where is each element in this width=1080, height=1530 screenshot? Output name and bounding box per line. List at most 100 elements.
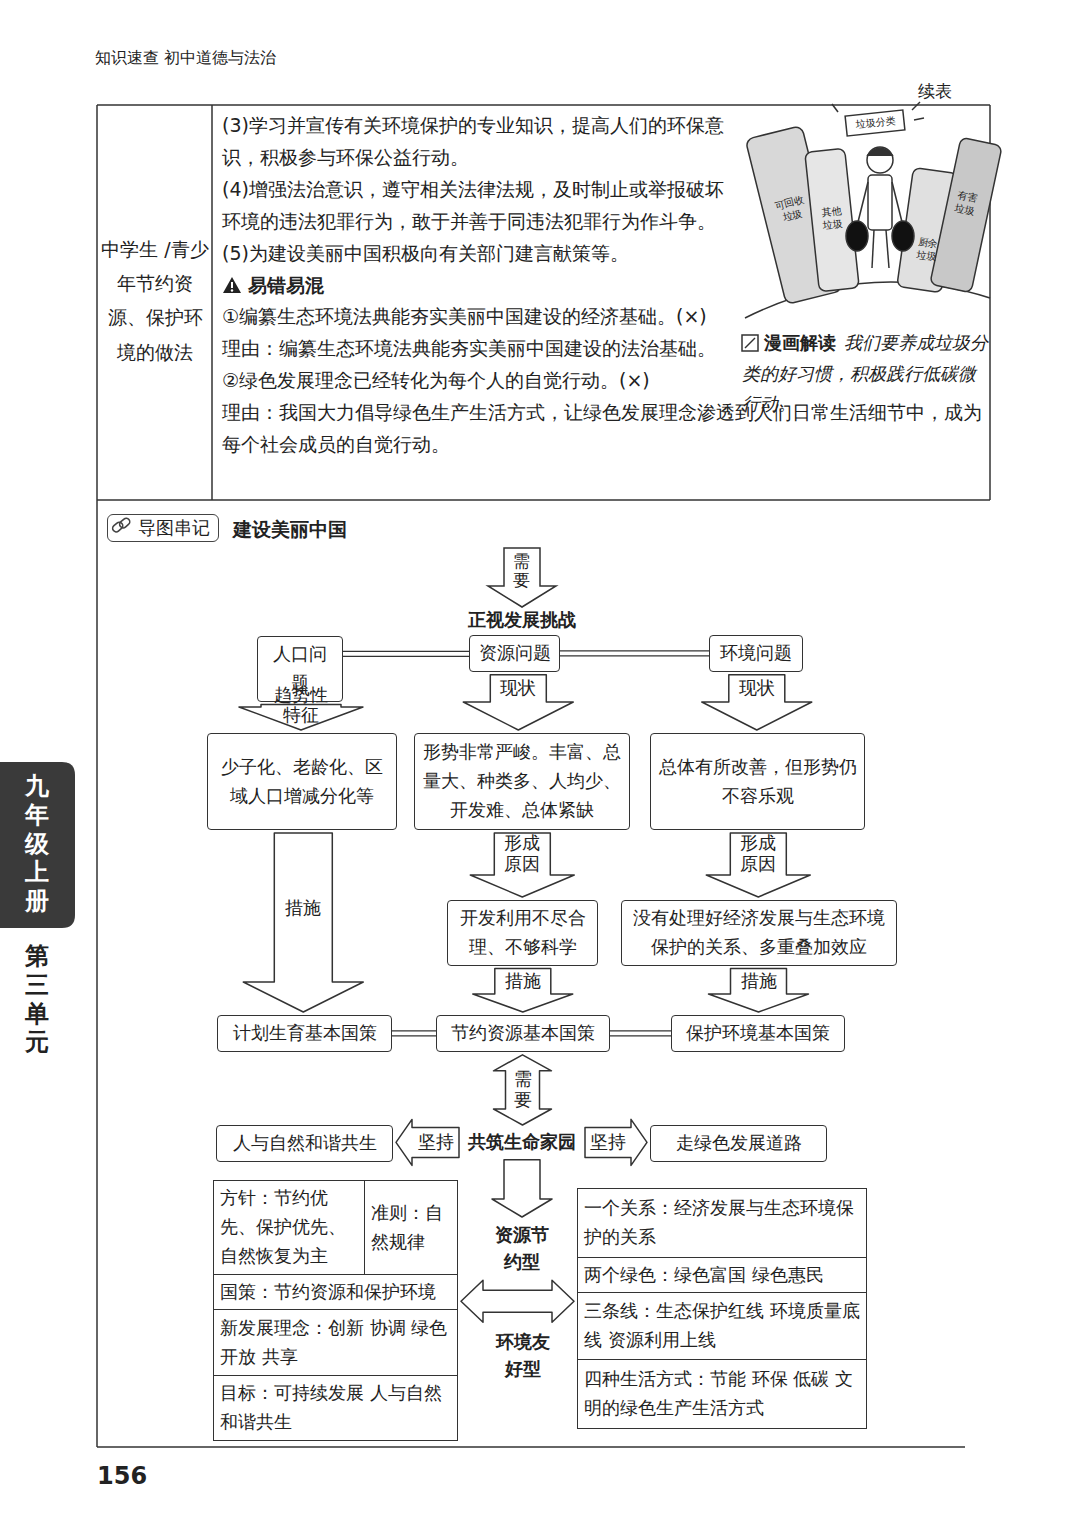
- node-text: 保护环境基本国策: [686, 1019, 830, 1048]
- node-text: 资源问题: [479, 639, 551, 668]
- comic-icon-frame: [742, 335, 758, 351]
- warning-heading: 易错易混: [248, 270, 324, 302]
- block-arrow: [492, 1160, 552, 1217]
- comic-icon-stroke: [745, 338, 755, 348]
- table-text-column: (3)学习并宣传有关环境保护的专业知识，提高人们的环保意识，积极参与环保公益行动…: [222, 110, 737, 397]
- node-text: 计划生育基本国策: [233, 1019, 377, 1048]
- side-tab: [0, 762, 75, 928]
- block-arrow: [470, 833, 574, 897]
- sign-text: 垃圾分类: [847, 113, 904, 133]
- node-text: 共筑生命家园: [468, 1128, 576, 1157]
- plain-node: 共筑生命家园: [462, 1128, 582, 1157]
- emphasis-mark: [914, 118, 924, 120]
- person-arm: [892, 182, 902, 222]
- node-text: 节约资源基本国策: [451, 1019, 595, 1048]
- node-text: 资源节约型: [490, 1221, 554, 1275]
- connector-line: [392, 1035, 436, 1036]
- arrow-label: 措施: [505, 971, 541, 992]
- block-arrow: [706, 833, 810, 897]
- process-box: 人与自然和谐共生: [216, 1125, 393, 1162]
- node-text: 环境问题: [720, 639, 792, 668]
- table-text: (3)学习并宣传有关环境保护的专业知识，提高人们的环保意识，积极参与环保公益行动…: [222, 110, 737, 174]
- person-arm: [858, 182, 868, 222]
- bin-label: 有害垃圾: [953, 188, 980, 218]
- warning-triangle: [223, 277, 241, 293]
- process-box: 三条线：生态保护红线 环境质量底线 资源利用上线: [577, 1292, 867, 1360]
- process-box: 四种生活方式：节能 环保 低碳 文明的绿色生产生活方式: [577, 1359, 867, 1429]
- process-box: 没有处理好经济发展与生态环境保护的关系、多重叠加效应: [621, 900, 897, 966]
- table-column-rule: [211, 105, 213, 500]
- table-rules: [97, 105, 990, 1447]
- process-box: 新发展理念：创新 协调 绿色 开放 共享: [213, 1309, 458, 1376]
- caption-heading: 漫画解读: [764, 332, 836, 353]
- sign-board: [845, 110, 905, 136]
- side-tab-text: 九年级上册: [25, 772, 49, 916]
- warning-stroke: [231, 282, 233, 288]
- block-arrow: [473, 969, 573, 1012]
- comic-caption: 漫画解读我们要养成垃圾分类的好习惯，积极践行低碳微行动。: [742, 328, 990, 420]
- node-text: 总体有所改善，但形势仍不容乐观: [658, 753, 857, 811]
- process-box: 国策：节约资源和保护环境: [213, 1274, 458, 1311]
- node-text: 新发展理念：创新 协调 绿色 开放 共享: [220, 1314, 451, 1372]
- connector-line: [560, 655, 709, 656]
- process-box: 总体有所改善，但形势仍不容乐观: [650, 733, 865, 830]
- arrow-label: 现状: [739, 678, 775, 699]
- block-arrow: [494, 1055, 552, 1125]
- table-text-wide: 理由：我国大力倡导绿色生产生活方式，让绿色发展理念渗透到人们日常生活细节中，成为…: [222, 397, 988, 461]
- arrow-label: 坚持: [590, 1132, 626, 1153]
- block-arrow: [461, 1280, 574, 1322]
- node-text: 没有处理好经济发展与生态环境保护的关系、多重叠加效应: [629, 904, 889, 962]
- table-text: 理由：我国大力倡导绿色生产生活方式，让绿色发展理念渗透到人们日常生活细节中，成为…: [222, 397, 988, 461]
- block-arrow: [702, 675, 812, 730]
- plain-node: 资源节约型: [490, 1220, 554, 1276]
- comic-icon: [742, 335, 758, 351]
- continued-mark: 续表: [918, 80, 952, 103]
- node-text: 开发利用不尽合理、不够科学: [455, 904, 590, 962]
- connector-line: [392, 1030, 436, 1031]
- arrow-label: 形成原因: [740, 833, 776, 874]
- node-text: 国策：节约资源和保护环境: [220, 1278, 436, 1307]
- connector-line: [610, 1030, 671, 1031]
- process-box: 节约资源基本国策: [436, 1015, 610, 1052]
- connector-line: [343, 651, 469, 652]
- process-box: 准则：自然规律: [364, 1180, 458, 1275]
- node-text: 两个绿色：绿色富国 绿色惠民: [584, 1261, 824, 1290]
- block-arrow: [463, 675, 573, 730]
- arrow-label: 坚持: [418, 1132, 454, 1153]
- block-arrow: [396, 1119, 459, 1165]
- section-tag: 导图串记: [107, 514, 219, 542]
- node-text: 一个关系：经济发展与生态环境保护的关系: [584, 1194, 860, 1252]
- table-row-head: 中学生 /青少年节约资源、保护环境的做法: [100, 232, 210, 369]
- node-text: 少子化、老龄化、区域人口增减分化等: [215, 753, 389, 811]
- arrow-label: 措施: [285, 897, 321, 918]
- node-text: 目标：可持续发展 人与自然和谐共生: [220, 1379, 451, 1437]
- arrow-label: 现状: [500, 678, 536, 699]
- table-text: 理由：编纂生态环境法典能夯实美丽中国建设的法治基础。: [222, 333, 737, 365]
- emphasis-mark: [912, 102, 920, 110]
- table-text: ①编纂生态环境法典能夯实美丽中国建设的经济基础。(×): [222, 301, 737, 333]
- link-ring: [118, 517, 131, 529]
- running-head: 知识速查 初中道德与法治: [95, 48, 276, 69]
- page-number: 156: [97, 1462, 147, 1490]
- block-arrow: [585, 1119, 647, 1165]
- process-box: 开发利用不尽合理、不够科学: [447, 900, 598, 966]
- person-head: [867, 147, 893, 173]
- node-text: 走绿色发展道路: [676, 1129, 802, 1158]
- person-hair: [867, 148, 893, 156]
- process-box: 环境问题: [709, 635, 803, 672]
- double-connector: [610, 1031, 671, 1036]
- process-box: 保护环境基本国策: [671, 1015, 845, 1052]
- arrow-label: 形成原因: [504, 833, 540, 874]
- process-box: 少子化、老龄化、区域人口增减分化等: [207, 733, 397, 830]
- warning-dot: [231, 290, 233, 292]
- person-body: [868, 175, 892, 230]
- node-text: 人与自然和谐共生: [233, 1129, 377, 1158]
- block-arrow: [709, 969, 809, 1012]
- process-box: 方针：节约优先、保护优先、自然恢复为主: [213, 1180, 365, 1275]
- other-waste-bin: [805, 148, 859, 291]
- process-box: 计划生育基本国策: [217, 1015, 392, 1052]
- bin-label: 其他垃圾: [820, 204, 845, 232]
- connector-line: [610, 1035, 671, 1036]
- table-top-rule: [97, 104, 990, 106]
